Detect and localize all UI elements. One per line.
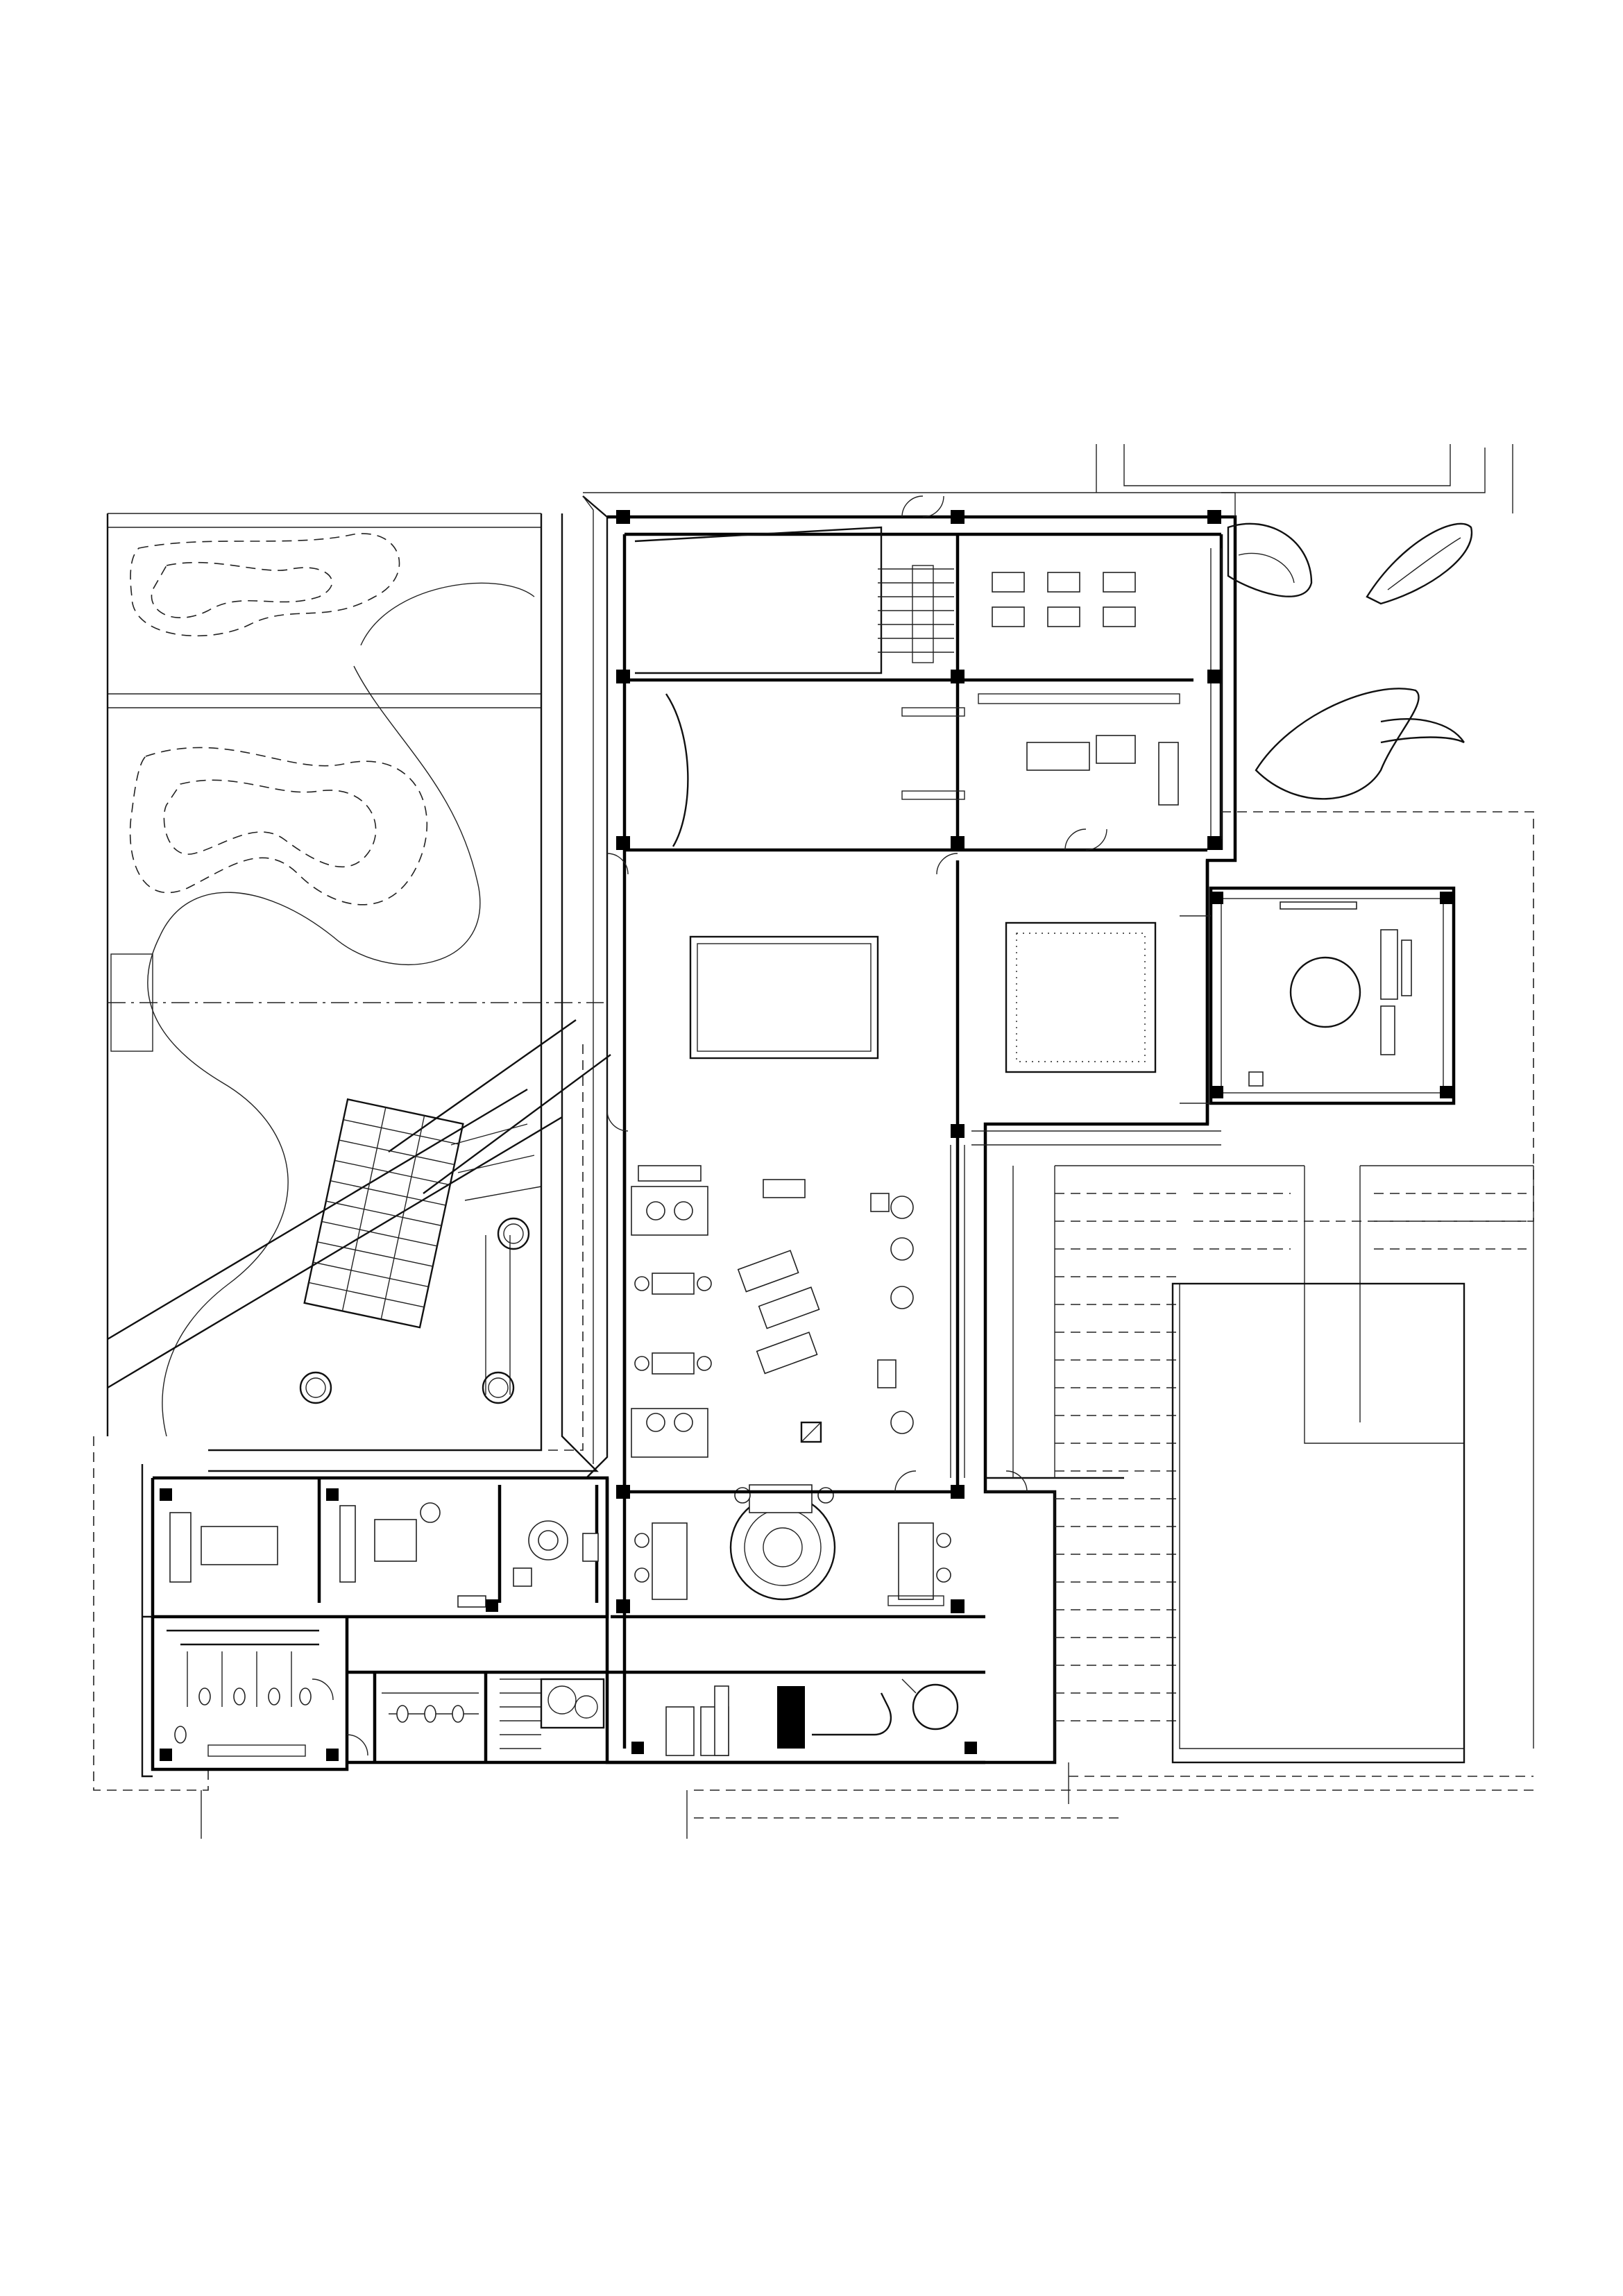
stair-bridge [107, 1019, 611, 1451]
column-marker-icon [160, 510, 1452, 1761]
west-offices [93, 1436, 609, 1791]
table-with-chairs-icon [634, 1273, 712, 1375]
site-line [201, 1762, 1069, 1839]
restrooms [151, 1617, 349, 1771]
ne-landscape [1096, 444, 1513, 800]
service-band [347, 1670, 985, 1764]
toilet-icon [174, 1687, 312, 1744]
stair-icon [500, 1678, 541, 1749]
main-lounge [622, 1131, 965, 1492]
reception-hall [606, 853, 1221, 1146]
door-swing-icon [346, 1470, 1028, 1756]
se-terrace [694, 1165, 1534, 1819]
sofa-group [631, 1408, 708, 1458]
sofa-group [631, 1165, 708, 1236]
garden-boundary-wall [208, 495, 609, 1479]
circular-bar [729, 1484, 836, 1601]
stair-icon [878, 565, 954, 663]
north-wing [624, 526, 1223, 850]
meeting-rooms [611, 1490, 985, 1619]
kitchen-band [624, 680, 1207, 852]
east-pavilion [1180, 811, 1534, 1222]
garden-area [106, 513, 604, 1437]
